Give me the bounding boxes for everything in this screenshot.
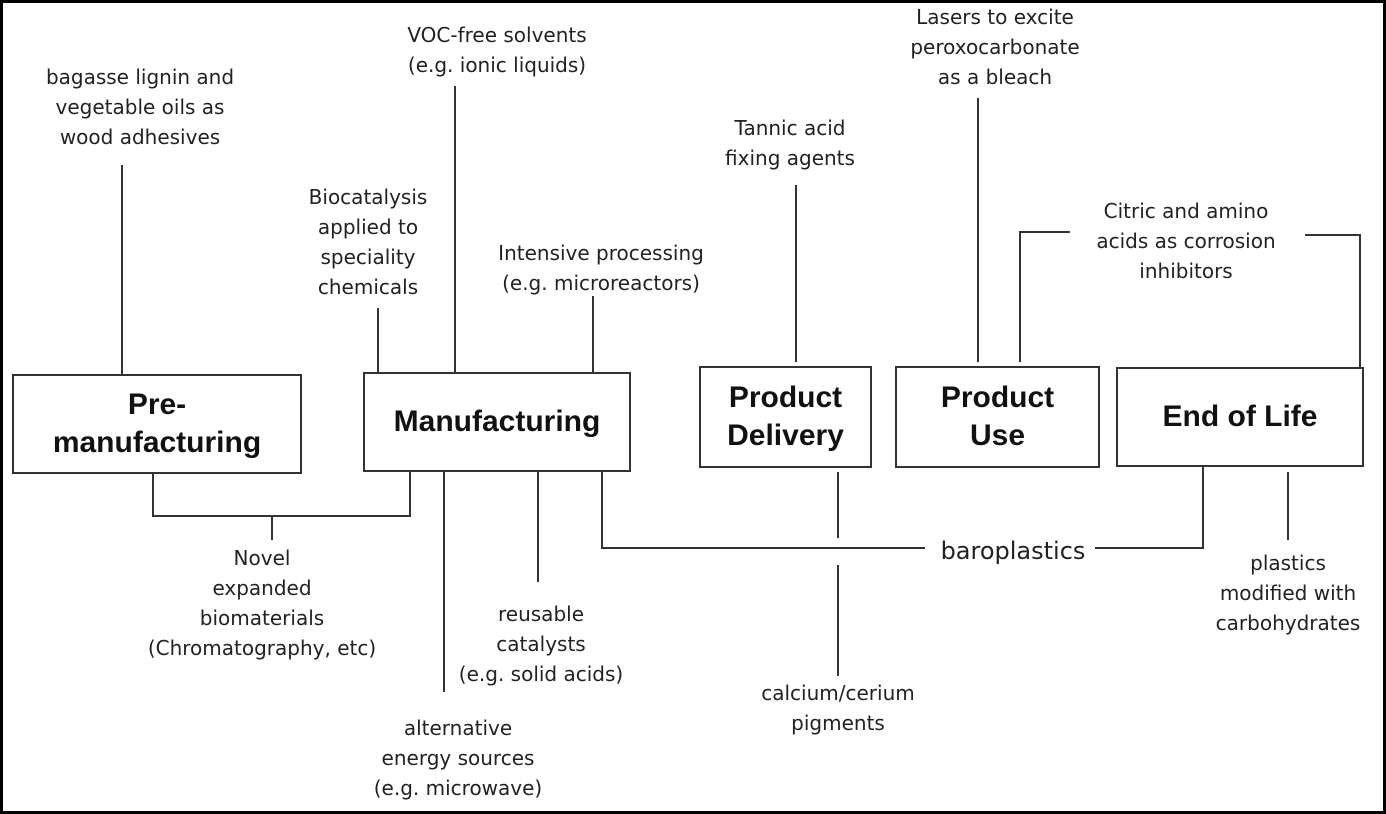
connector-baroplastics-left: [601, 472, 925, 549]
note-citric: Citric and amino acids as corrosion inhi…: [1096, 199, 1276, 283]
note-lasers: Lasers to excite peroxocarbonate as a bl…: [910, 5, 1080, 89]
note-biocatalysis: Biocatalysis applied to speciality chemi…: [308, 185, 428, 299]
note-plastics: plastics modified with carbohydrates: [1215, 551, 1361, 635]
stage-pre-manufacturing: Pre- manufacturing: [12, 374, 302, 474]
note-intensive: Intensive processing (e.g. microreactors…: [498, 241, 704, 295]
note-bagasse: bagasse lignin and vegetable oils as woo…: [45, 65, 235, 149]
connector-baroplastics-right: [1095, 466, 1204, 549]
note-alternative: alternative energy sources (e.g. microwa…: [373, 716, 543, 800]
stage-product-delivery: Product Delivery: [699, 366, 872, 468]
note-baroplastics: baroplastics: [940, 537, 1086, 565]
stage-end-of-life: End of Life: [1116, 367, 1364, 467]
connector-novel: [152, 472, 411, 517]
stage-product-use: Product Use: [895, 366, 1100, 468]
note-calcium: calcium/cerium pigments: [761, 681, 915, 735]
connector-citric-right: [1305, 234, 1361, 368]
connector-citric: [1019, 231, 1070, 362]
note-tannic: Tannic acid fixing agents: [725, 116, 855, 170]
stage-manufacturing: Manufacturing: [363, 372, 631, 472]
note-reusable: reusable catalysts (e.g. solid acids): [458, 602, 624, 686]
note-novel: Novel expanded biomaterials (Chromatogra…: [147, 546, 377, 660]
note-voc: VOC-free solvents (e.g. ionic liquids): [407, 23, 587, 77]
